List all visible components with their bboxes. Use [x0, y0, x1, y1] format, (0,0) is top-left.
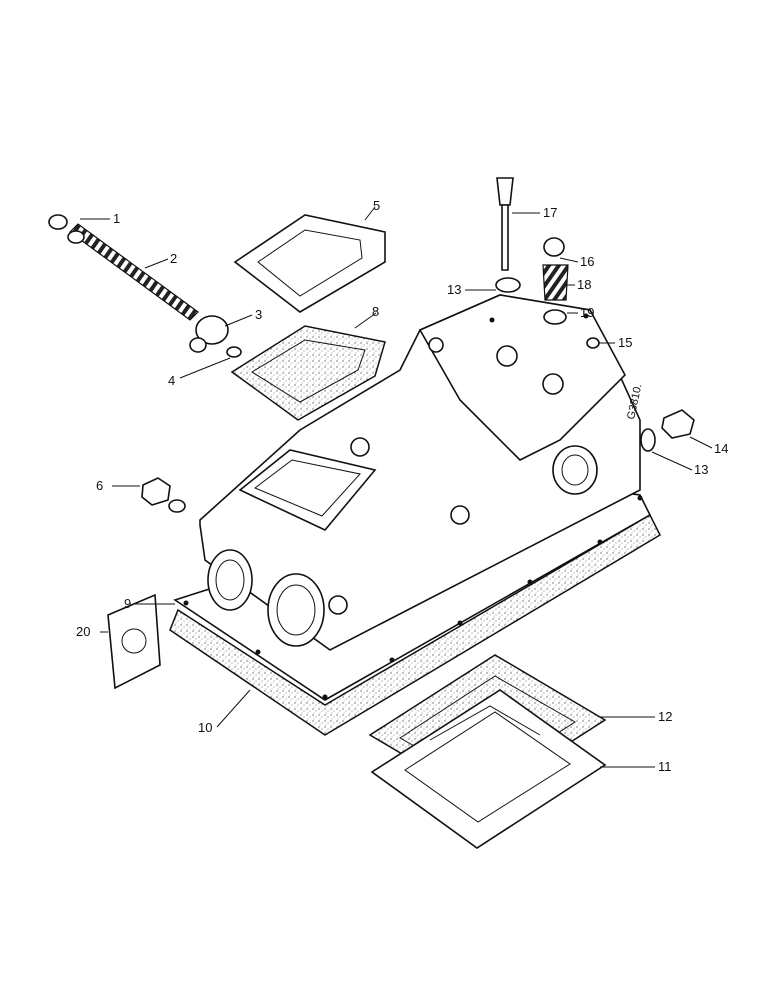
- callout-4: 4: [168, 373, 175, 388]
- drain-plug: [141, 477, 186, 513]
- housing-gasket: [169, 513, 661, 736]
- callout-10: 10: [198, 720, 212, 735]
- callout-8: 8: [372, 304, 379, 319]
- callout-13-left: 13: [447, 282, 461, 297]
- callout-9: 9: [124, 596, 131, 611]
- callout-18: 18: [577, 277, 591, 292]
- callout-leaders: [80, 206, 713, 768]
- callout-11: 11: [658, 759, 672, 774]
- callout-3: 3: [255, 307, 262, 322]
- dipstick-assembly: [495, 177, 695, 452]
- filter-assembly: [48, 214, 242, 358]
- main-housing: [173, 294, 652, 701]
- callout-labels: 1 2 3 4 5 8 6 9 20 10 17 16 13 18 19 15 …: [76, 198, 728, 774]
- callout-1: 1: [113, 211, 120, 226]
- bottom-cover-assembly: [368, 654, 607, 849]
- callout-2: 2: [170, 251, 177, 266]
- callout-12: 12: [658, 709, 672, 724]
- side-cover-plate: [107, 593, 161, 690]
- callout-16: 16: [580, 254, 594, 269]
- side-cover-hole: [121, 628, 147, 654]
- callout-13-right: 13: [694, 462, 708, 477]
- drawing-code: G3810.: [625, 383, 644, 421]
- callout-17: 17: [543, 205, 557, 220]
- inspection-gasket: [230, 325, 386, 421]
- callout-15: 15: [618, 335, 632, 350]
- callout-19: 19: [580, 305, 594, 320]
- callout-6: 6: [96, 478, 103, 493]
- top-cover-plate: [233, 214, 386, 313]
- callout-5: 5: [373, 198, 380, 213]
- callout-14: 14: [714, 441, 728, 456]
- callout-20: 20: [76, 624, 90, 639]
